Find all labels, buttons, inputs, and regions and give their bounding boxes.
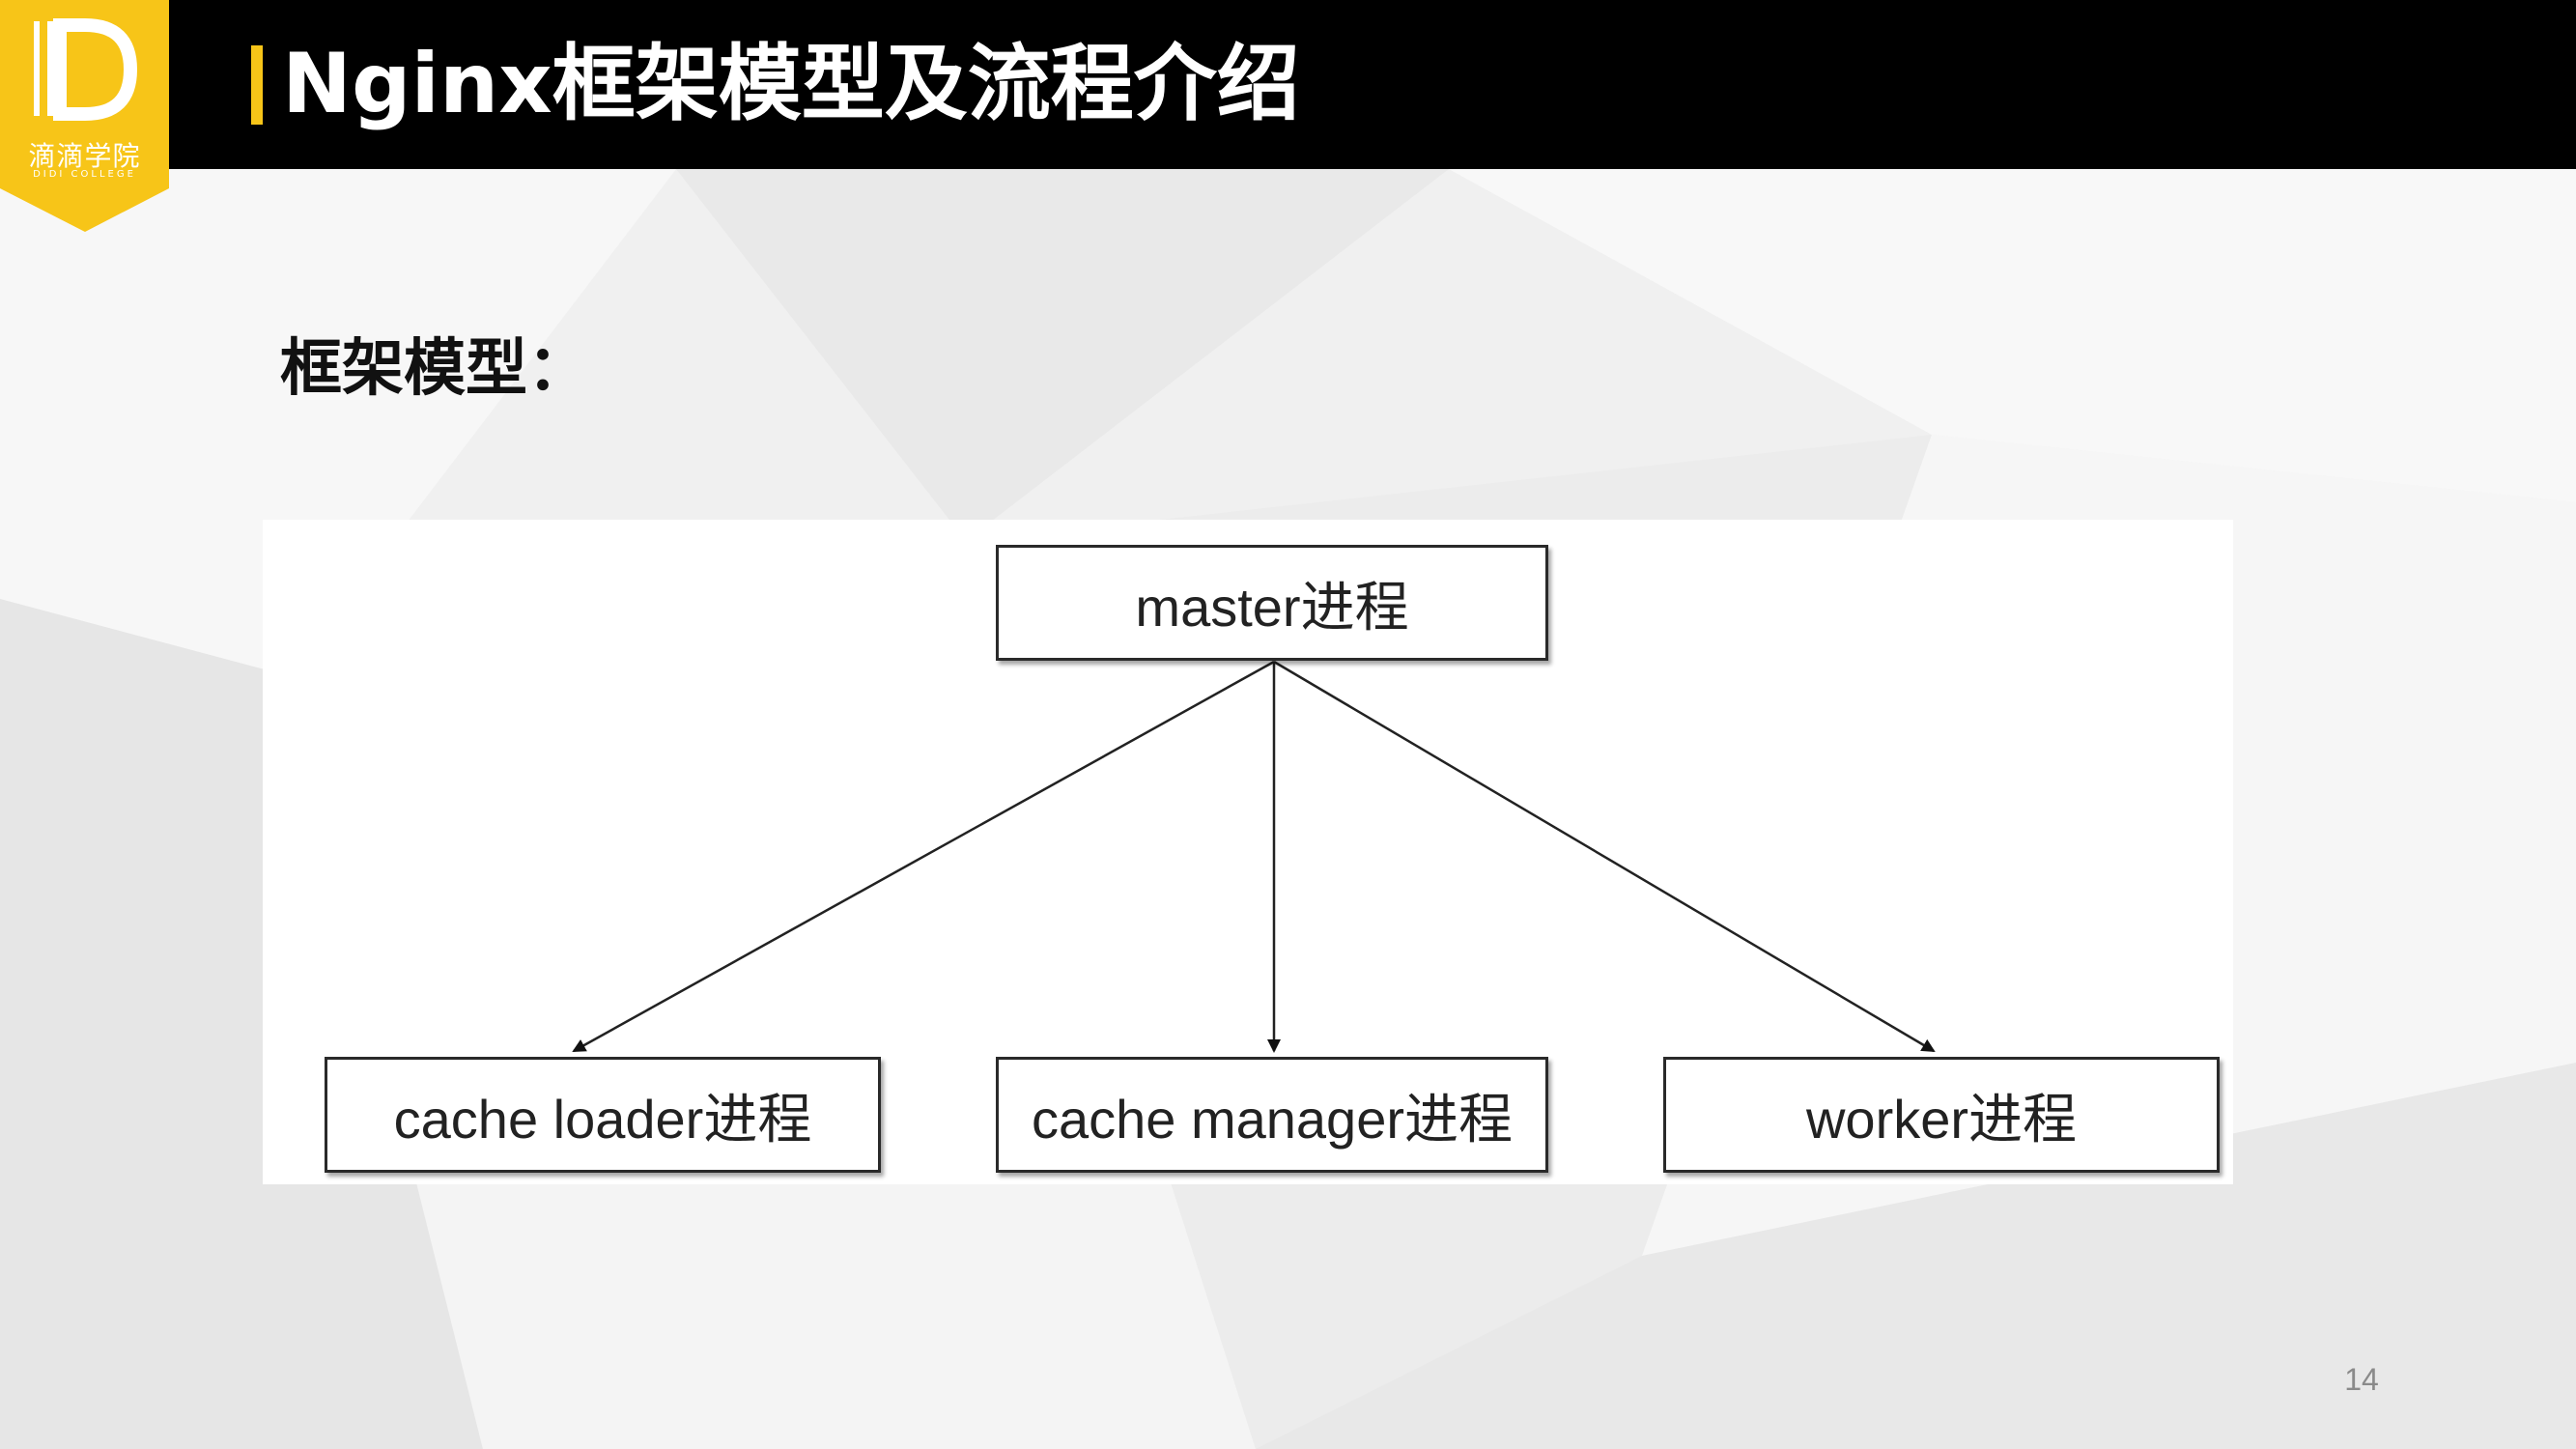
didi-college-logo: 滴滴学院 DIDI COLLEGE [0,0,169,232]
node-worker-process: worker进程 [1663,1057,2220,1173]
diagram-panel: master进程 cache loader进程 cache manager进程 … [263,520,2233,1184]
logo-name-cn: 滴滴学院 [28,140,141,172]
edge-master-to-worker [1273,660,1936,1053]
page-title: Nginx框架模型及流程介绍 [282,36,1300,132]
page-number: 14 [2344,1362,2379,1397]
logo-badge-icon [0,0,169,232]
section-subtitle: 框架模型： [280,333,589,405]
title-accent-bar [251,45,263,125]
node-master-process: master进程 [996,545,1548,661]
diagram-edges [572,660,1936,1053]
node-cache-loader-process: cache loader进程 [325,1057,881,1173]
edge-master-to-cache-loader [572,660,1275,1053]
header-bar [0,0,2576,169]
logo-name-en: DIDI COLLEGE [33,169,136,180]
node-cache-manager-process: cache manager进程 [996,1057,1548,1173]
